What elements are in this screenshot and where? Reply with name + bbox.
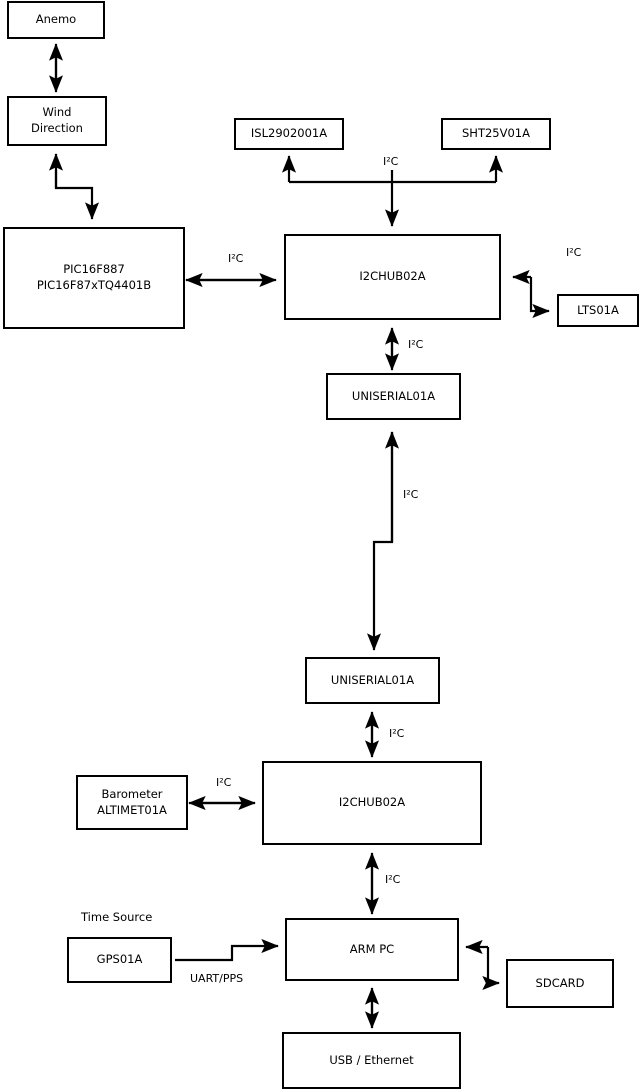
- node-lts01a[interactable]: LTS01A: [557, 294, 639, 327]
- node-usb-ethernet-label: USB / Ethernet: [329, 1052, 414, 1067]
- node-sht25v01a-label: SHT25V01A: [462, 126, 530, 141]
- edge-arm-sdcard: [482, 947, 500, 991]
- edge-label-i2c-pic-hub: I²C: [228, 252, 244, 265]
- node-isl2902001a[interactable]: ISL2902001A: [234, 118, 344, 150]
- edge-label-i2c-uniserial-hub2: I²C: [389, 727, 405, 740]
- node-i2chub02a-top-label: I2CHUB02A: [359, 269, 426, 284]
- node-pic-mcu-line-0: PIC16F887: [63, 262, 125, 277]
- node-wind-direction-line-0: Wind: [42, 105, 72, 120]
- node-wind-direction-line-1: Direction: [31, 121, 83, 135]
- node-wind-direction[interactable]: Wind Direction: [7, 96, 107, 146]
- node-sht25v01a[interactable]: SHT25V01A: [441, 118, 551, 150]
- node-uniserial01a-top-label: UNISERIAL01A: [351, 388, 436, 403]
- edge-lts-riser: [529, 277, 550, 319]
- node-gps01a-label: GPS01A: [96, 952, 143, 967]
- edge-label-i2c-barometer-hub2: I²C: [216, 776, 232, 789]
- node-barometer-altimet01a[interactable]: Barometer ALTIMET01A: [76, 775, 188, 830]
- node-i2chub02a-bottom[interactable]: I2CHUB02A: [262, 761, 482, 845]
- node-arm-pc-label: ARM PC: [349, 941, 395, 956]
- edge-label-uart-pps: UART/PPS: [190, 972, 244, 985]
- node-uniserial01a-bottom[interactable]: UNISERIAL01A: [305, 657, 440, 704]
- edge-pic-wind-down: [54, 170, 100, 220]
- edge-label-i2c-isl-sht: I²C: [383, 155, 399, 168]
- node-gps01a[interactable]: GPS01A: [67, 937, 172, 983]
- edge-label-i2c-hub2-arm: I²C: [385, 873, 401, 886]
- edge-gps-arm: [175, 938, 279, 962]
- node-uniserial01a-bottom-label: UNISERIAL01A: [330, 672, 415, 687]
- node-barometer-line-0: Barometer: [101, 786, 163, 801]
- edge-label-i2c-hub-lts: I²C: [566, 246, 582, 259]
- node-pic-mcu-line-1: PIC16F87xTQ4401B: [36, 278, 152, 292]
- node-anemo-line-0: Anemo: [35, 12, 77, 27]
- node-pic-mcu[interactable]: PIC16F887 PIC16F87xTQ4401B: [3, 227, 185, 329]
- node-sdcard-label: SDCARD: [535, 975, 585, 990]
- node-uniserial01a-top[interactable]: UNISERIAL01A: [326, 373, 461, 420]
- node-lts01a-label: LTS01A: [577, 302, 619, 317]
- label-time-source: Time Source: [81, 910, 153, 924]
- edge-uniser-link-down: [366, 432, 394, 651]
- node-sdcard[interactable]: SDCARD: [506, 959, 614, 1008]
- node-usb-ethernet[interactable]: USB / Ethernet: [282, 1032, 461, 1089]
- node-i2chub02a-top[interactable]: I2CHUB02A: [284, 234, 501, 320]
- node-i2chub02a-bottom-label: I2CHUB02A: [338, 795, 406, 810]
- node-isl2902001a-label: ISL2902001A: [250, 126, 328, 141]
- node-anemo[interactable]: Anemo: [7, 1, 105, 39]
- edge-label-i2c-hub-uniserial: I²C: [408, 338, 424, 351]
- node-arm-pc[interactable]: ARM PC: [285, 918, 459, 981]
- node-barometer-line-1: ALTIMET01A: [97, 802, 167, 817]
- edge-label-i2c-uniserial-link: I²C: [403, 488, 419, 501]
